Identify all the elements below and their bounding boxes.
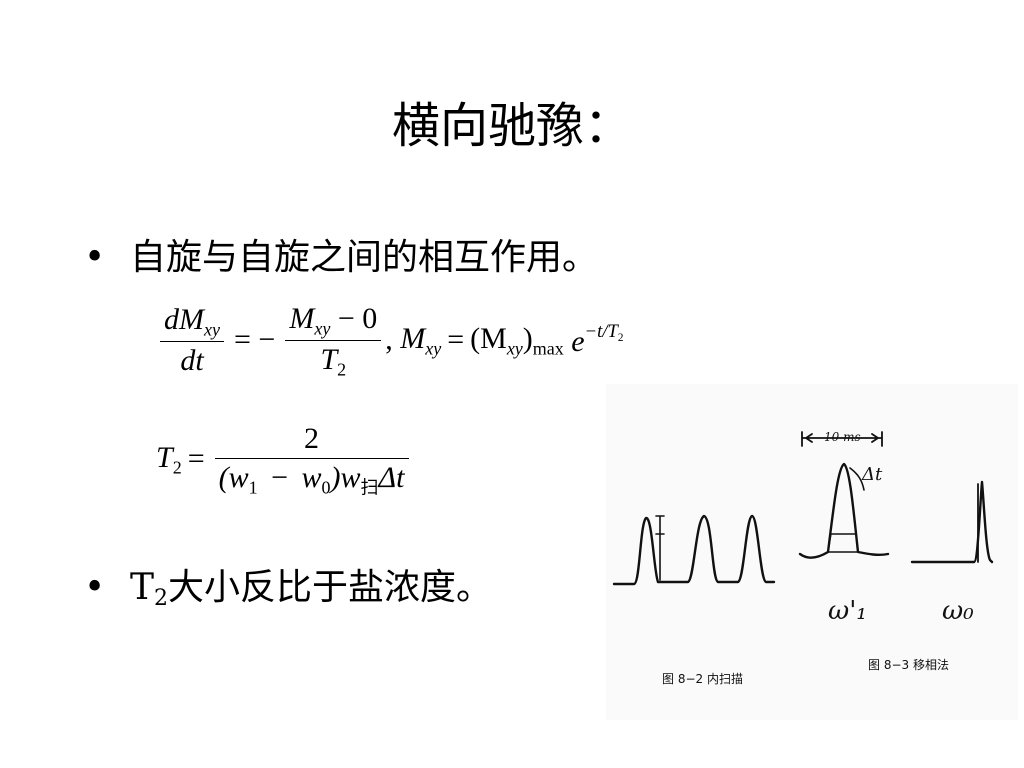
- figure-drawing: [612, 431, 994, 586]
- math-term: 2: [304, 422, 320, 455]
- math-term: T: [320, 342, 338, 376]
- math-subscript: 2: [172, 456, 182, 477]
- equation-t2: T2 = 2 (w1 − w0)w扫Δt: [156, 420, 413, 498]
- fraction-m-over-t2: Mxy − 0 T2: [285, 300, 382, 381]
- delta-t-label: Δt: [862, 464, 883, 485]
- math-superscript: −t/T: [584, 321, 618, 343]
- math-term: − 0: [337, 302, 378, 335]
- bullet-text: 大小反比于盐浓度。: [168, 567, 493, 608]
- math-term: w: [301, 460, 322, 494]
- math-term: dt: [180, 343, 204, 377]
- math-term: dM: [164, 303, 204, 337]
- scale-bar: [801, 431, 883, 447]
- math-term: T: [156, 440, 173, 474]
- peak-trace-left: [612, 514, 776, 586]
- w1-label: ω'₁: [828, 596, 867, 626]
- math-term: (w: [218, 460, 249, 494]
- math-term: )w: [330, 460, 361, 494]
- fraction-t2: 2 (w1 − w0)w扫Δt: [214, 420, 409, 498]
- fraction-dmdt: dMxy dt: [160, 301, 224, 379]
- figure-caption-left: 图 8−2 内扫描: [662, 672, 743, 686]
- equation-transverse-decay: dMxy dt = − Mxy − 0 T2 , Mxy = (Mxy)max …: [156, 300, 623, 381]
- math-subscript: 2: [617, 332, 624, 345]
- math-term: −: [271, 460, 289, 494]
- bullet-marker: •: [84, 237, 106, 278]
- math-subscript: 扫: [360, 476, 379, 497]
- peak-trace-right: [910, 480, 994, 564]
- figure-caption-right: 图 8−3 移相法: [868, 658, 949, 672]
- math-subscript: max: [532, 337, 564, 358]
- delta-marker: [849, 467, 865, 491]
- bullet-prefix: T: [130, 567, 155, 608]
- math-subscript: 0: [321, 476, 331, 497]
- bullet-subscript: 2: [154, 586, 169, 611]
- bullet-text: 自旋与自旋之间的相互作用。: [130, 237, 599, 278]
- math-subscript: 2: [337, 359, 347, 380]
- math-subscript: xy: [425, 337, 442, 358]
- math-subscript: xy: [506, 337, 523, 358]
- height-marker: [655, 515, 665, 581]
- bullet-text-t2: T2大小反比于盐浓度。: [130, 566, 492, 621]
- math-subscript: 1: [248, 476, 258, 497]
- math-term: e: [571, 325, 585, 359]
- math-term: Δt: [378, 460, 405, 494]
- math-subscript: xy: [314, 318, 331, 339]
- math-term: M: [400, 321, 426, 355]
- math-term: M: [289, 302, 315, 335]
- peak-fill: [827, 533, 859, 553]
- scanned-figure: 10 ms Δt ω'₁ ω₀ 图 8−2 内扫描 图 8−3 移相法: [606, 384, 1018, 720]
- bullet-item: • 自旋与自旋之间的相互作用。: [84, 236, 598, 280]
- math-subscript: xy: [204, 319, 220, 340]
- bullet-item: • T2大小反比于盐浓度。: [84, 566, 492, 621]
- bullet-marker: •: [84, 567, 106, 608]
- peak-trace-middle: [798, 462, 890, 559]
- w0-label: ω₀: [942, 596, 974, 626]
- math-term: (M: [470, 321, 507, 355]
- slide-title: 横向驰豫：: [391, 98, 632, 154]
- math-term: ): [522, 321, 533, 355]
- scale-label: 10 ms: [824, 430, 861, 444]
